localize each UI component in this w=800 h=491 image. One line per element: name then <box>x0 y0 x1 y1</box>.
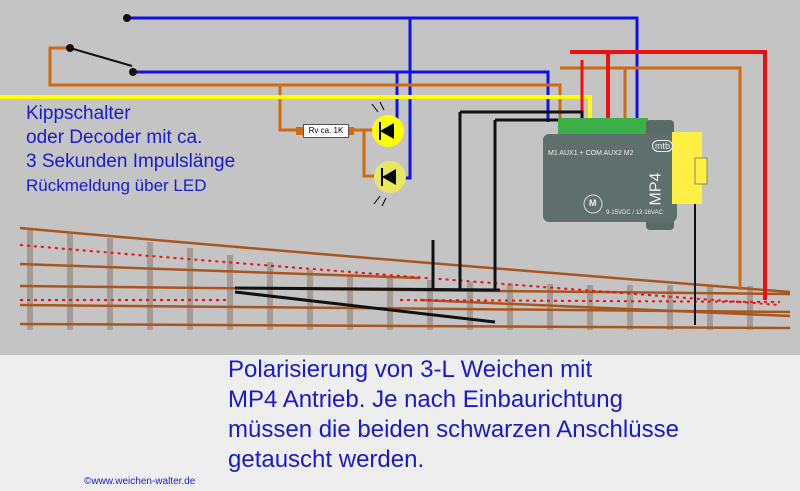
turnout-track <box>19 226 791 330</box>
caption-part: müssen die beiden <box>228 416 430 443</box>
caption-line: Polarisierung von 3-L Weichen mit <box>228 356 593 383</box>
terminal-aux2: AUX2 <box>603 150 622 157</box>
led-icon <box>373 161 406 207</box>
caption-panel <box>0 355 800 491</box>
toggle-switch <box>66 14 137 76</box>
terminal-aux1: AUX1 <box>559 150 578 157</box>
switch-description: Kippschalter oder Decoder mit ca. 3 Seku… <box>26 102 235 198</box>
label-line: Kippschalter <box>26 103 131 124</box>
voltage-label: 9-15VDC / 12-16VAC <box>606 210 663 216</box>
led-icon <box>371 101 404 147</box>
copyright[interactable]: ©www.weichen-walter.de <box>84 476 196 487</box>
caption-line: getauscht werden. <box>228 446 425 473</box>
caption: Polarisierung von 3-L Weichen mit MP4 An… <box>228 355 679 475</box>
terminal-m1: M1 <box>548 150 558 157</box>
caption-line: MP4 Antrieb. Je nach Einbaurichtung <box>228 386 623 413</box>
caption-part: schwarzen Anschlüsse <box>436 416 679 443</box>
resistor-label: Rv ca. 1K <box>303 124 349 138</box>
device-name: MP4 <box>647 172 665 206</box>
mp4-terminal-labels: M1 AUX1 + COM AUX2 M2 <box>548 150 668 157</box>
caption-line: müssen die beiden schwarzen Anschlüsse <box>228 415 679 445</box>
mp4-motor-drive <box>543 118 708 230</box>
label-line: 3 Sekunden Impulslänge <box>26 151 236 172</box>
terminal-m2: M2 <box>623 150 634 157</box>
brand-logo: mtb <box>652 140 674 152</box>
motor-label: M <box>589 198 597 208</box>
terminal-com: + COM <box>579 150 602 157</box>
wires <box>0 16 767 325</box>
label-line: Rückmeldung über LED <box>26 176 207 195</box>
label-line: oder Decoder mit ca. <box>26 127 203 148</box>
